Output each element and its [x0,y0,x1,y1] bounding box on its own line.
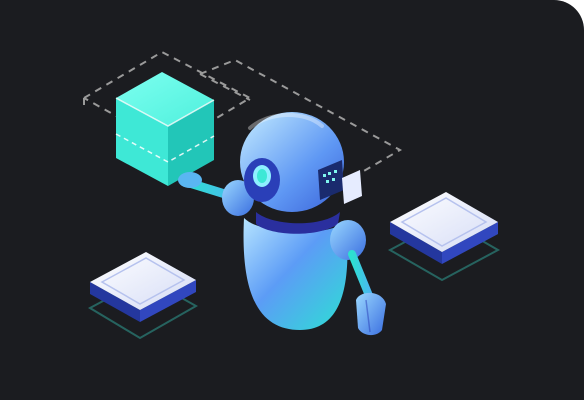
cube [115,72,215,186]
pad-left [87,252,199,340]
robot-body [243,212,348,330]
robot-visor [318,160,362,204]
dashed-frame-right [199,58,403,173]
robot-head [240,112,344,212]
robot-arm-right [330,220,386,336]
robot-arm-left [178,172,254,216]
pad-right [387,192,501,282]
